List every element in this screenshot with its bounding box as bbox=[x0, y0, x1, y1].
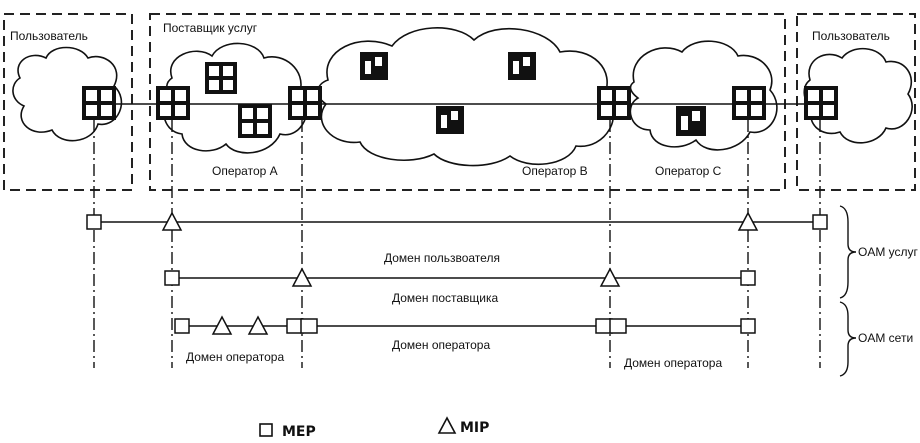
switch-icon bbox=[82, 86, 116, 120]
user-left-box bbox=[3, 13, 133, 191]
label-domain-operator-right: Домен оператора bbox=[624, 356, 722, 370]
label-domain-provider: Домен поставщика bbox=[392, 291, 498, 305]
mip-triangle bbox=[211, 315, 233, 335]
switch-icon bbox=[238, 104, 272, 138]
label-domain-operator-left: Домен оператора bbox=[186, 350, 284, 364]
switch-icon bbox=[597, 86, 631, 120]
label-operator-a: Оператор A bbox=[212, 164, 278, 178]
legend: MEP MIP bbox=[259, 416, 489, 440]
mip-triangle bbox=[291, 267, 313, 287]
switch-icon bbox=[804, 86, 838, 120]
switch-icon bbox=[205, 62, 237, 94]
mip-triangle bbox=[599, 267, 621, 287]
routers bbox=[360, 52, 706, 136]
clouds bbox=[12, 27, 913, 167]
router-icon bbox=[360, 52, 388, 80]
router-icon bbox=[436, 106, 464, 134]
label-user-right: Пользователь bbox=[812, 29, 890, 43]
mep-square bbox=[86, 214, 102, 230]
router-icon bbox=[676, 106, 706, 136]
switches bbox=[82, 62, 838, 138]
brace-oam-service bbox=[839, 205, 857, 299]
labels: Пользователь Поставщик услуг Пользовател… bbox=[10, 21, 919, 370]
switch-icon bbox=[156, 86, 190, 120]
braces bbox=[839, 205, 857, 377]
provider-box bbox=[149, 13, 786, 191]
mep-square bbox=[609, 318, 627, 334]
domain-boxes bbox=[3, 13, 916, 191]
label-provider: Поставщик услуг bbox=[163, 21, 258, 35]
label-domain-operator-mid: Домен оператора bbox=[392, 338, 490, 352]
mip-triangle bbox=[161, 211, 183, 231]
cloud-operator-b bbox=[317, 27, 615, 167]
brace-oam-network bbox=[839, 301, 857, 377]
mip-triangle bbox=[737, 211, 759, 231]
label-oam-network: OAM сети bbox=[858, 331, 913, 345]
mep-square bbox=[164, 270, 180, 286]
label-operator-c: Оператор C bbox=[655, 164, 722, 178]
legend-mep-icon bbox=[259, 423, 273, 437]
mip-points bbox=[161, 211, 759, 335]
label-user-left: Пользователь bbox=[10, 29, 88, 43]
mep-square bbox=[174, 318, 190, 334]
legend-mip-label: MIP bbox=[460, 420, 489, 436]
mep-square bbox=[812, 214, 828, 230]
router-icon bbox=[508, 52, 536, 80]
switch-icon bbox=[732, 86, 766, 120]
domain-lines bbox=[94, 221, 820, 327]
legend-mep-label: MEP bbox=[282, 424, 316, 440]
mep-points bbox=[86, 214, 828, 334]
legend-mip-icon bbox=[437, 416, 457, 434]
user-right-box bbox=[796, 13, 916, 191]
switch-icon bbox=[288, 86, 322, 120]
mep-square bbox=[740, 270, 756, 286]
label-domain-user: Домен пользвоателя bbox=[384, 251, 500, 265]
label-oam-service: OAM услуг bbox=[858, 245, 919, 259]
mip-triangle bbox=[247, 315, 269, 335]
mep-square bbox=[740, 318, 756, 334]
mep-square bbox=[300, 318, 318, 334]
label-operator-b: Оператор B bbox=[522, 164, 588, 178]
